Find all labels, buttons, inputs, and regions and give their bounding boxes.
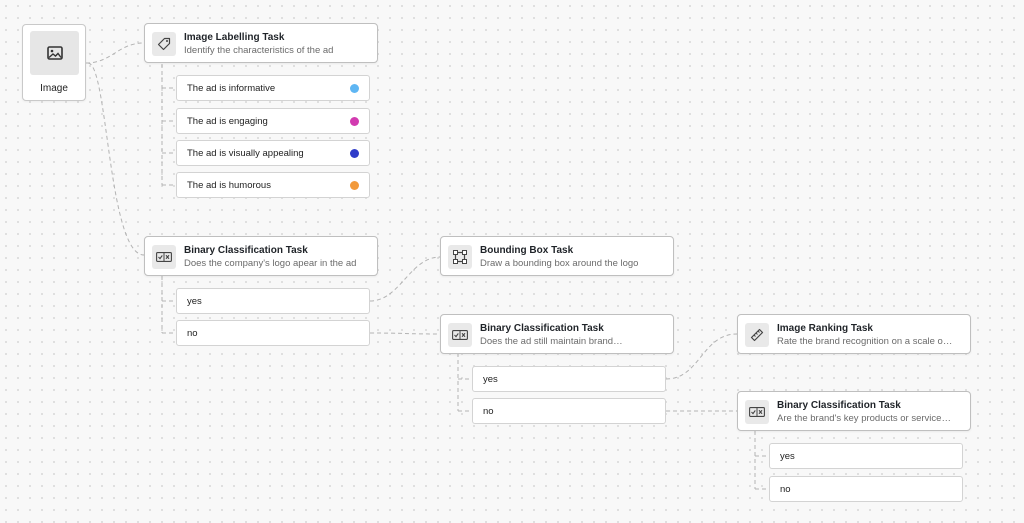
task-subtitle: Draw a bounding box around the logo [480, 258, 639, 269]
task-title: Bounding Box Task [480, 245, 574, 256]
task-subtitle: Does the company's logo apear in the ad [184, 258, 357, 269]
option-text: yes [187, 296, 202, 307]
label-option-informative[interactable]: The ad is informative [176, 75, 370, 101]
binary-classification-task-node-3[interactable]: Binary Classification Task Are the brand… [737, 391, 971, 431]
label-text: The ad is informative [187, 83, 276, 94]
image-source-label: Image [40, 83, 68, 94]
label-color-dot [350, 181, 359, 190]
task-subtitle: Are the brand's key products or service… [777, 413, 951, 424]
image-ranking-task-node[interactable]: Image Ranking Task Rate the brand recogn… [737, 314, 971, 354]
tag-icon [157, 37, 171, 51]
label-text: The ad is visually appealing [187, 148, 304, 159]
edge-yes-to-bbox [369, 256, 441, 302]
label-option-humorous[interactable]: The ad is humorous [176, 172, 370, 198]
label-color-dot [350, 84, 359, 93]
edge-yes-to-ranking [665, 333, 738, 380]
bounding-box-task-node[interactable]: Bounding Box Task Draw a bounding box ar… [440, 236, 674, 276]
bounding-box-icon [453, 250, 467, 264]
option-no[interactable]: no [176, 320, 370, 346]
label-text: The ad is humorous [187, 180, 271, 191]
edge-binary-3-options [754, 431, 769, 490]
option-text: yes [483, 374, 498, 385]
task-title: Binary Classification Task [777, 400, 901, 411]
binary-toggle-icon [749, 407, 765, 417]
option-text: no [483, 406, 494, 417]
task-subtitle: Rate the brand recognition on a scale o… [777, 336, 953, 347]
option-yes[interactable]: yes [769, 443, 963, 469]
image-source-node[interactable]: Image [22, 24, 86, 101]
task-subtitle: Identify the characteristics of the ad [184, 45, 334, 56]
option-no[interactable]: no [472, 398, 666, 424]
edge-image-to-binary-1 [87, 62, 145, 256]
task-title: Image Ranking Task [777, 323, 873, 334]
binary-toggle-icon [156, 252, 172, 262]
label-color-dot [350, 149, 359, 158]
task-title: Binary Classification Task [184, 245, 308, 256]
binary-toggle-icon [452, 330, 468, 340]
task-subtitle: Does the ad still maintain brand… [480, 336, 623, 347]
option-yes[interactable]: yes [472, 366, 666, 392]
edge-binary-2-options [457, 353, 472, 412]
label-color-dot [350, 117, 359, 126]
binary-classification-task-node-2[interactable]: Binary Classification Task Does the ad s… [440, 314, 674, 354]
task-title: Image Labelling Task [184, 32, 285, 43]
option-text: no [780, 484, 791, 495]
edge-no-to-binary-2 [369, 332, 441, 335]
option-yes[interactable]: yes [176, 288, 370, 314]
label-option-visually-appealing[interactable]: The ad is visually appealing [176, 140, 370, 166]
edge-image-to-labelling [85, 42, 145, 64]
task-title: Binary Classification Task [480, 323, 604, 334]
edge-binary-1-options [161, 276, 176, 334]
image-icon [46, 46, 63, 60]
image-thumbnail [30, 31, 79, 75]
label-option-engaging[interactable]: The ad is engaging [176, 108, 370, 134]
label-text: The ad is engaging [187, 116, 268, 127]
ruler-icon [750, 328, 764, 342]
image-labelling-task-node[interactable]: Image Labelling Task Identify the charac… [144, 23, 378, 63]
option-text: yes [780, 451, 795, 462]
binary-classification-task-node-1[interactable]: Binary Classification Task Does the comp… [144, 236, 378, 276]
option-no[interactable]: no [769, 476, 963, 502]
edge-labelling-labels [161, 64, 176, 186]
option-text: no [187, 328, 198, 339]
